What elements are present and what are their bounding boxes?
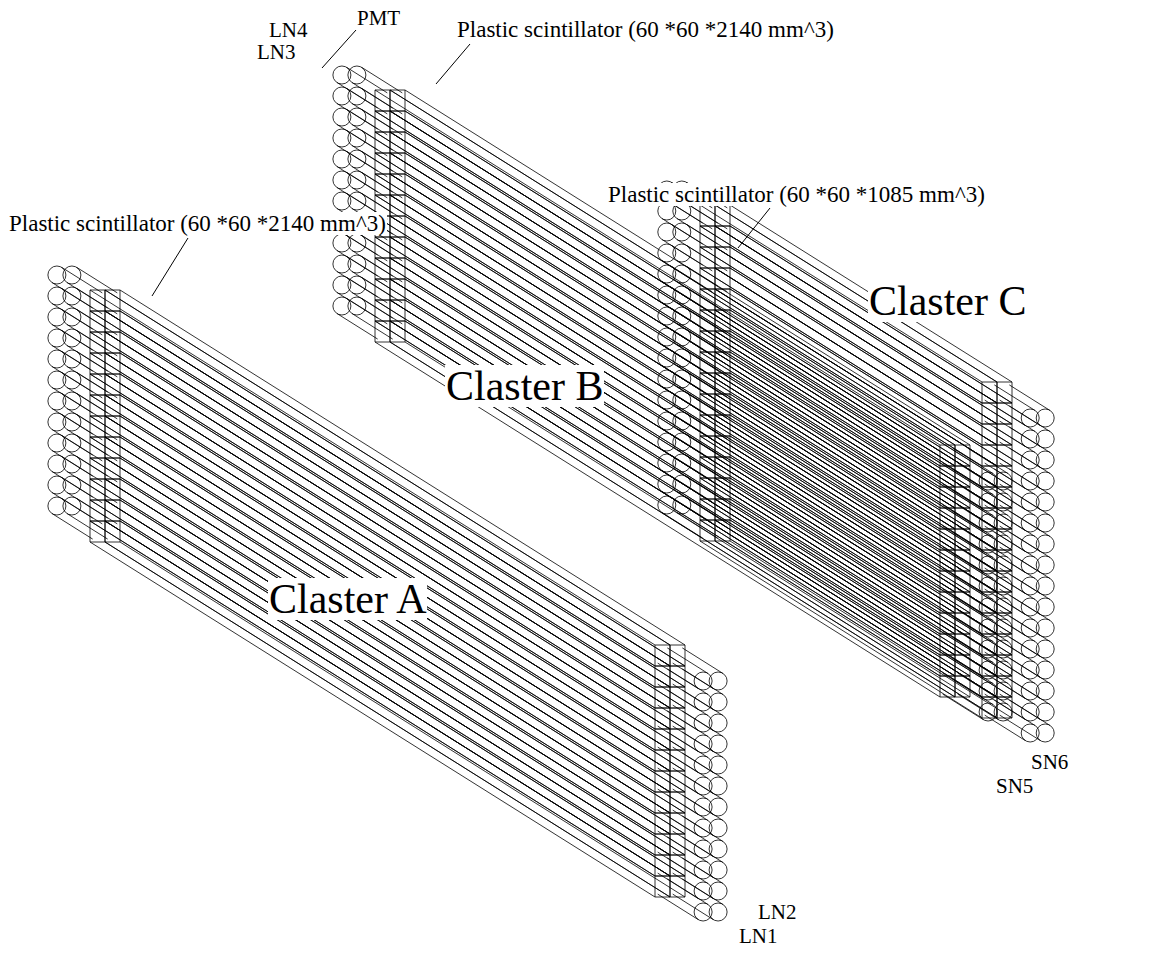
scintillator-bars — [52, 67, 1050, 919]
pmt-cap — [709, 861, 727, 879]
pmt-cap — [63, 371, 81, 389]
layer-name: LN4 — [268, 20, 309, 41]
pmt-cap — [994, 514, 1012, 532]
pmt-cap — [1036, 556, 1054, 574]
pmt-cap — [994, 619, 1012, 637]
pmt-cap — [994, 472, 1012, 490]
pmt-cap — [1036, 430, 1054, 448]
pmt-cap — [673, 496, 691, 514]
pmt-cap — [673, 454, 691, 472]
part-name: PMT — [356, 8, 401, 29]
pmt-cap — [994, 640, 1012, 658]
part-name: Plastic scintillator (60 *60 *1085 mm^3) — [607, 183, 986, 206]
pmt-cap — [63, 329, 81, 347]
pmt-cap — [709, 903, 727, 921]
pmt-cap — [348, 192, 366, 210]
pmt-cap — [673, 307, 691, 325]
pmt-cap — [1036, 472, 1054, 490]
pmt-cap — [994, 556, 1012, 574]
pmt-cap — [1036, 682, 1054, 700]
pmt-cap — [348, 108, 366, 126]
pmt-cap — [1036, 703, 1054, 721]
pmt-cap — [673, 265, 691, 283]
pmt-cap — [348, 276, 366, 294]
leader-line — [322, 30, 356, 68]
pmt-cap — [709, 777, 727, 795]
pmt-cap — [709, 798, 727, 816]
pmt-cap — [1036, 640, 1054, 658]
pmt-cap — [673, 286, 691, 304]
pmt-cap — [63, 287, 81, 305]
pmt-cap — [1036, 577, 1054, 595]
pmt-cap — [673, 223, 691, 241]
pmt-cap — [994, 598, 1012, 616]
pmt-cap — [994, 535, 1012, 553]
pmt-cap — [994, 661, 1012, 679]
pmt-cap — [673, 349, 691, 367]
leader-line — [152, 238, 188, 296]
cluster-name: Claster A — [268, 578, 427, 620]
pmt-cap — [1036, 493, 1054, 511]
pmt-cap — [1036, 619, 1054, 637]
pmt-cap — [1036, 598, 1054, 616]
pmt-cap — [709, 693, 727, 711]
cluster-name: Claster C — [868, 280, 1027, 322]
pmt-cap — [1036, 451, 1054, 469]
pmt-cap — [63, 455, 81, 473]
pmt-cap — [994, 682, 1012, 700]
pmt-cap — [1036, 409, 1054, 427]
pmt-cap — [994, 703, 1012, 721]
pmt-cap — [994, 577, 1012, 595]
pmt-cap — [709, 819, 727, 837]
part-name: Plastic scintillator (60 *60 *2140 mm^3) — [8, 212, 387, 235]
pmt-cap — [673, 433, 691, 451]
pmt-cap — [1036, 724, 1054, 742]
pmt-cap — [348, 234, 366, 252]
pmt-cap — [348, 129, 366, 147]
pmt-cap — [348, 255, 366, 273]
layer-name: LN3 — [256, 42, 297, 63]
leader-line — [738, 208, 770, 248]
pmt-cap — [994, 493, 1012, 511]
pmt-cap — [673, 328, 691, 346]
cluster-name: Claster B — [445, 365, 604, 407]
pmt-cap — [63, 476, 81, 494]
layer-name: LN2 — [757, 902, 798, 923]
pmt-cap — [673, 391, 691, 409]
pmt-cap — [348, 150, 366, 168]
pmt-cap — [673, 475, 691, 493]
pmt-cap — [709, 735, 727, 753]
leader-line — [436, 44, 470, 84]
pmt-cap — [348, 297, 366, 315]
pmt-cap — [63, 413, 81, 431]
pmt-cap — [709, 672, 727, 690]
pmt-cap — [709, 756, 727, 774]
pmt-cap — [63, 308, 81, 326]
pmt-cap — [63, 434, 81, 452]
pmt-cap — [348, 66, 366, 84]
pmt-cap — [709, 714, 727, 732]
pmt-cap — [63, 392, 81, 410]
pmt-cap — [709, 882, 727, 900]
pmt-cap — [673, 412, 691, 430]
pmt-cap — [1036, 661, 1054, 679]
pmt-tubes — [48, 66, 1054, 921]
pmt-cap — [348, 171, 366, 189]
pmt-cap — [709, 840, 727, 858]
pmt-cap — [63, 266, 81, 284]
layer-name: SN5 — [995, 776, 1034, 797]
layer-name: SN6 — [1030, 752, 1069, 773]
pmt-cap — [348, 87, 366, 105]
part-name: Plastic scintillator (60 *60 *2140 mm^3) — [456, 18, 835, 41]
pmt-cap — [63, 350, 81, 368]
pmt-cap — [673, 244, 691, 262]
pmt-cap — [1036, 535, 1054, 553]
layer-name: LN1 — [738, 926, 779, 947]
pmt-cap — [63, 497, 81, 515]
pmt-cap — [673, 370, 691, 388]
pmt-cap — [1036, 514, 1054, 532]
